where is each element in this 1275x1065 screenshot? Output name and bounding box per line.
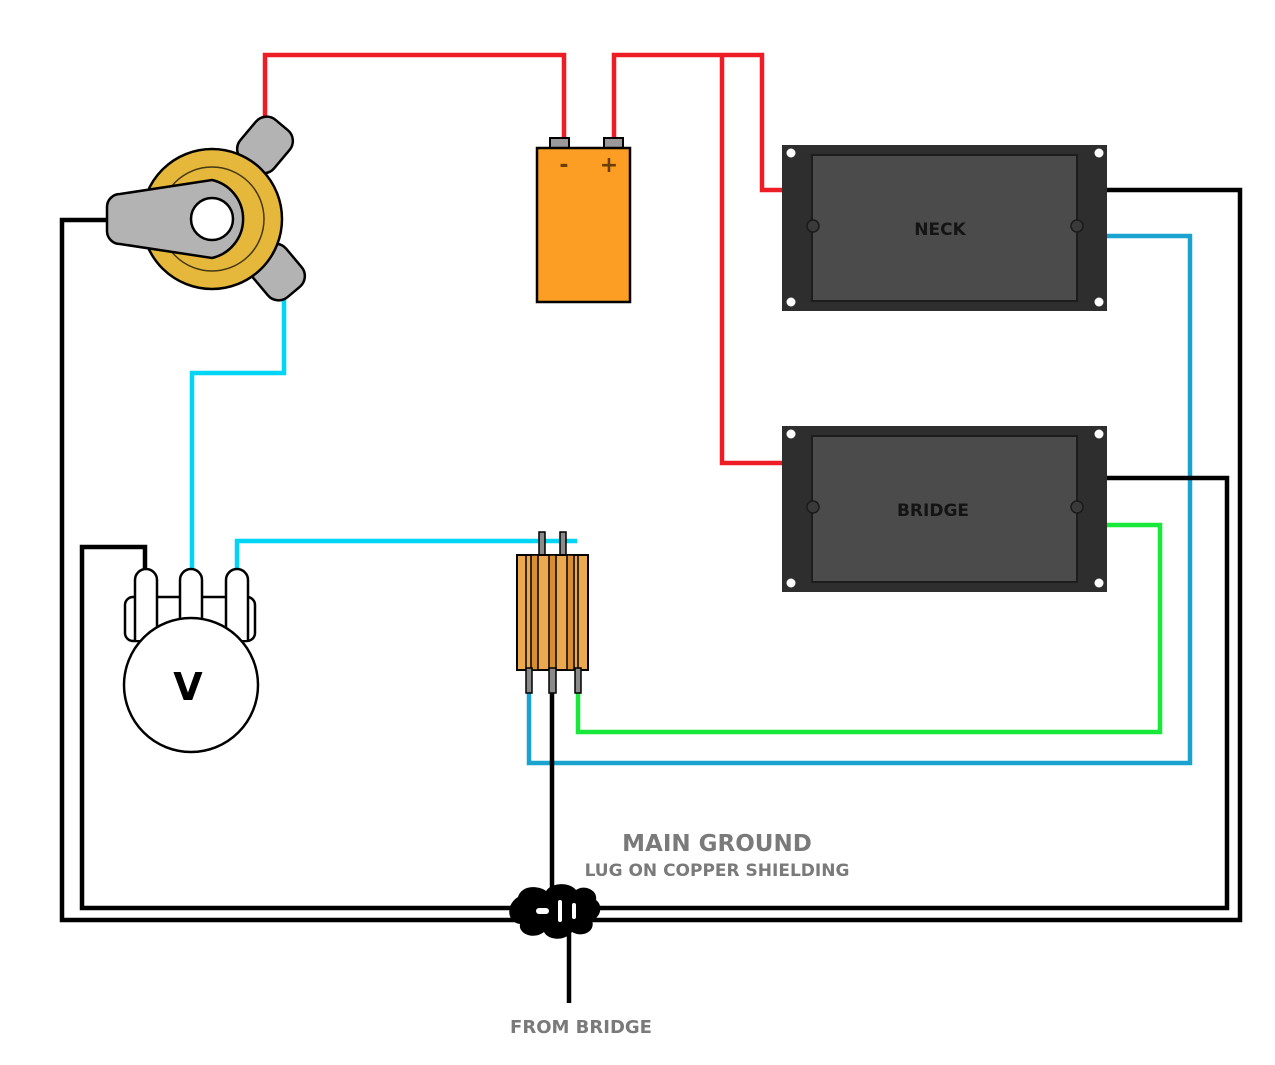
- switch-pin-bottom-middle: [548, 667, 557, 694]
- ground-lug-slot-mid: [558, 900, 562, 922]
- cyan-wire-pot-to-switch: [234, 538, 577, 572]
- bridge-pickup-face: [811, 435, 1078, 583]
- switch-pin-top-left: [538, 531, 546, 558]
- pot-lug-left: [133, 567, 159, 640]
- from-bridge-label: FROM BRIDGE: [510, 1017, 652, 1038]
- red-wire-to-bridge: [719, 55, 784, 466]
- switch-blade-left: [530, 554, 539, 671]
- pot-body: [122, 616, 260, 754]
- bridge-screw-br: [1094, 578, 1104, 588]
- neck-pole-right: [1070, 219, 1084, 233]
- blue-wire-neck-to-switch: [526, 233, 1193, 766]
- volume-pot: V: [122, 567, 260, 754]
- red-wire-battery-to-neck: [611, 52, 784, 193]
- neck-screw-br: [1094, 297, 1104, 307]
- output-jack: [105, 115, 307, 302]
- switch-pin-bottom-right: [574, 667, 582, 694]
- neck-screw-bl: [786, 297, 796, 307]
- switch-blade-middle: [548, 554, 557, 671]
- neck-screw-tr: [1094, 148, 1104, 158]
- neck-pole-left: [806, 219, 820, 233]
- main-ground-subtitle: LUG ON COPPER SHIELDING: [585, 861, 850, 881]
- bridge-screw-tr: [1094, 429, 1104, 439]
- switch-pin-bottom-left: [525, 667, 533, 694]
- neck-label: NECK: [914, 220, 966, 240]
- neck-screw-tl: [786, 148, 796, 158]
- main-ground-title: MAIN GROUND: [622, 831, 812, 857]
- green-wire-bridge-to-switch: [575, 522, 1163, 735]
- black-wire-pot-ground: [79, 475, 1230, 911]
- battery-pos-label: +: [600, 153, 618, 178]
- bridge-screw-bl: [786, 578, 796, 588]
- bridge-pickup: BRIDGE: [782, 426, 1107, 592]
- bridge-screw-tl: [786, 429, 796, 439]
- pot-label: V: [173, 665, 203, 709]
- switch-pin-top-right: [559, 531, 567, 558]
- pickup-switch: [516, 531, 589, 694]
- ground-lug-slot-left: [536, 908, 549, 914]
- jack-hole: [189, 196, 235, 242]
- battery: - +: [535, 137, 632, 304]
- red-wire-jack-to-battery: [262, 52, 567, 140]
- switch-blade-right: [566, 554, 575, 671]
- neck-pickup: NECK: [782, 145, 1107, 311]
- bridge-pole-left: [806, 500, 820, 514]
- ground-lug: [509, 884, 601, 939]
- ground-lug-slot-right: [572, 903, 576, 919]
- pot-lug-right: [224, 567, 250, 640]
- battery-neg-label: -: [559, 153, 568, 178]
- black-wire-jack-ground: [59, 187, 1243, 923]
- ground-solder-blob: [509, 884, 601, 939]
- battery-body: [535, 146, 632, 304]
- cyan-wire-jack-to-pot: [189, 298, 287, 575]
- bridge-label: BRIDGE: [897, 501, 969, 521]
- bridge-pole-right: [1070, 500, 1084, 514]
